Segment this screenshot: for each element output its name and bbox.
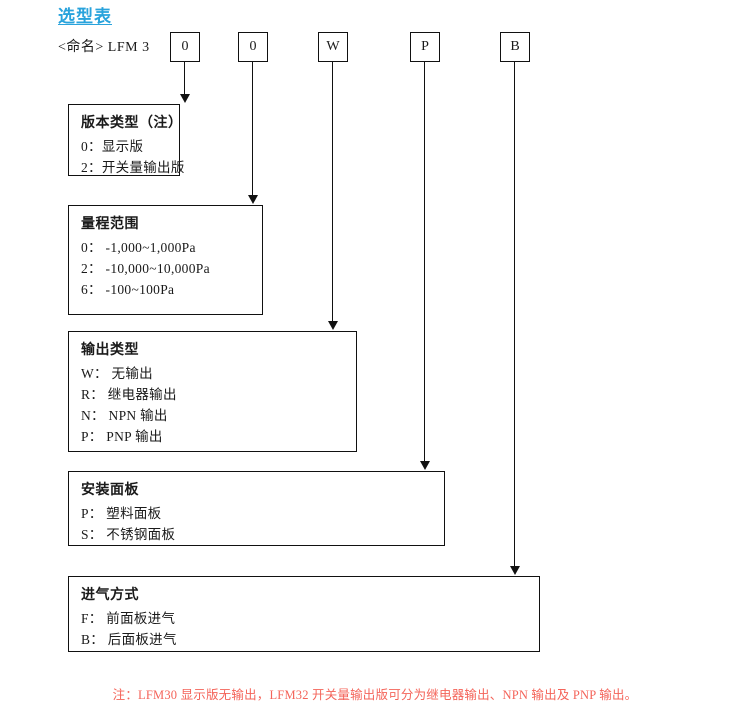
desc-box-output-type: 输出类型 W： 无输出 R： 继电器输出 N： NPN 输出 P： PNP 输出 <box>68 331 357 452</box>
code-box-version[interactable]: 0 <box>170 32 200 62</box>
desc-line: S： 不锈钢面板 <box>81 527 176 542</box>
desc-title-output-type: 输出类型 <box>81 342 139 358</box>
desc-box-version-type: 版本类型（注） 0：显示版 2：开关量输出版 <box>68 104 185 176</box>
arrow-panel <box>420 461 430 470</box>
desc-line: F： 前面板进气 <box>81 611 176 626</box>
desc-line: W： 无输出 <box>81 366 153 381</box>
desc-line: P： PNP 输出 <box>81 429 163 444</box>
desc-box-mounting-panel: 安装面板 P： 塑料面板 S： 不锈钢面板 <box>68 471 445 546</box>
desc-box-air-inlet: 进气方式 F： 前面板进气 B： 后面板进气 <box>68 576 540 652</box>
code-box-range[interactable]: 0 <box>238 32 268 62</box>
page-title: 选型表 <box>58 7 112 27</box>
desc-line: 6： -100~100Pa <box>81 282 175 297</box>
connector-version <box>184 62 186 95</box>
desc-line: R： 继电器输出 <box>81 387 177 402</box>
arrow-inlet <box>510 566 520 575</box>
code-box-panel[interactable]: P <box>410 32 440 62</box>
code-box-inlet[interactable]: B <box>500 32 530 62</box>
desc-title-version-type: 版本类型（注） <box>81 115 183 131</box>
arrow-version <box>180 94 190 103</box>
arrow-output <box>328 321 338 330</box>
connector-panel <box>424 62 426 462</box>
desc-line: N： NPN 输出 <box>81 408 168 423</box>
desc-title-measuring-range: 量程范围 <box>81 216 139 232</box>
connector-range <box>252 62 254 196</box>
desc-line: 0： -1,000~1,000Pa <box>81 240 196 255</box>
arrow-range <box>248 195 258 204</box>
connector-inlet <box>514 62 516 567</box>
code-box-output[interactable]: W <box>318 32 348 62</box>
desc-line: 2：开关量输出版 <box>81 160 185 175</box>
desc-line: B： 后面板进气 <box>81 632 177 647</box>
desc-title-mounting-panel: 安装面板 <box>81 482 139 498</box>
desc-box-measuring-range: 量程范围 0： -1,000~1,000Pa 2： -10,000~10,000… <box>68 205 263 315</box>
naming-prefix-label: <命名> LFM 3 <box>58 40 150 55</box>
desc-title-air-inlet: 进气方式 <box>81 587 139 603</box>
desc-line: P： 塑料面板 <box>81 506 162 521</box>
footnote-note: 注：LFM30 显示版无输出，LFM32 开关量输出版可分为继电器输出、NPN … <box>112 688 638 702</box>
desc-line: 0：显示版 <box>81 139 144 154</box>
connector-output <box>332 62 334 322</box>
desc-line: 2： -10,000~10,000Pa <box>81 261 210 276</box>
